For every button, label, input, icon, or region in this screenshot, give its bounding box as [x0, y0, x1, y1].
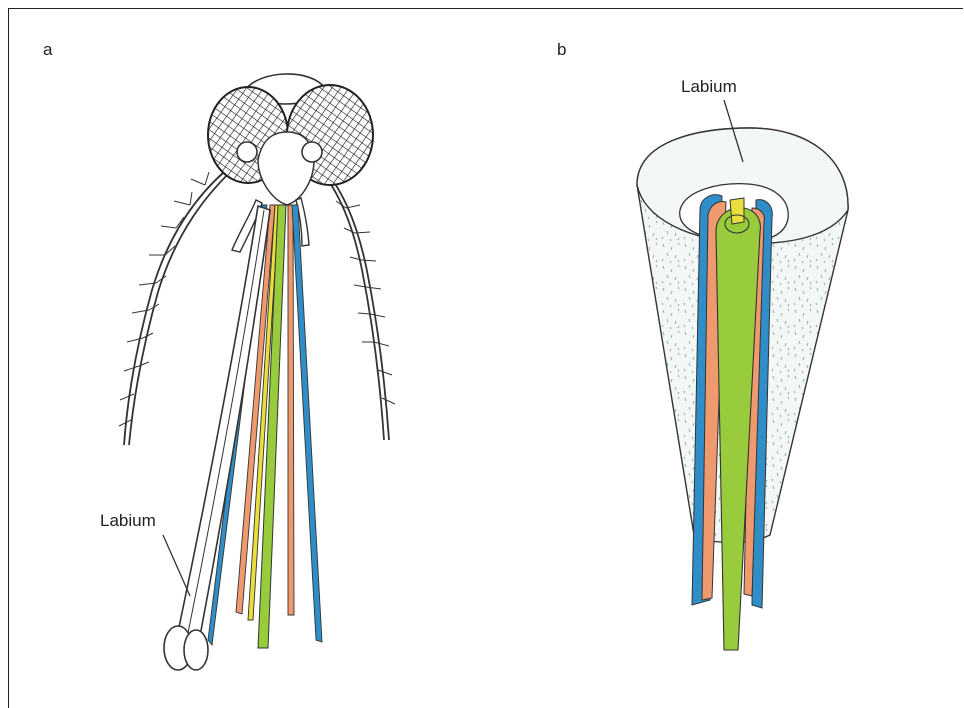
labella-right — [184, 630, 208, 670]
panel-a-labium-leader — [163, 535, 190, 596]
left-antennal-socket — [237, 142, 257, 162]
clypeus — [258, 132, 314, 205]
right-antenna — [312, 160, 395, 440]
right-maxilla — [292, 205, 322, 642]
hypopharynx-b — [730, 198, 744, 224]
panel-a-head-diagram — [119, 74, 395, 670]
left-antenna — [119, 162, 241, 445]
panel-b-cross-section — [637, 100, 848, 650]
right-mandible — [288, 205, 294, 615]
right-antennal-socket — [302, 142, 322, 162]
